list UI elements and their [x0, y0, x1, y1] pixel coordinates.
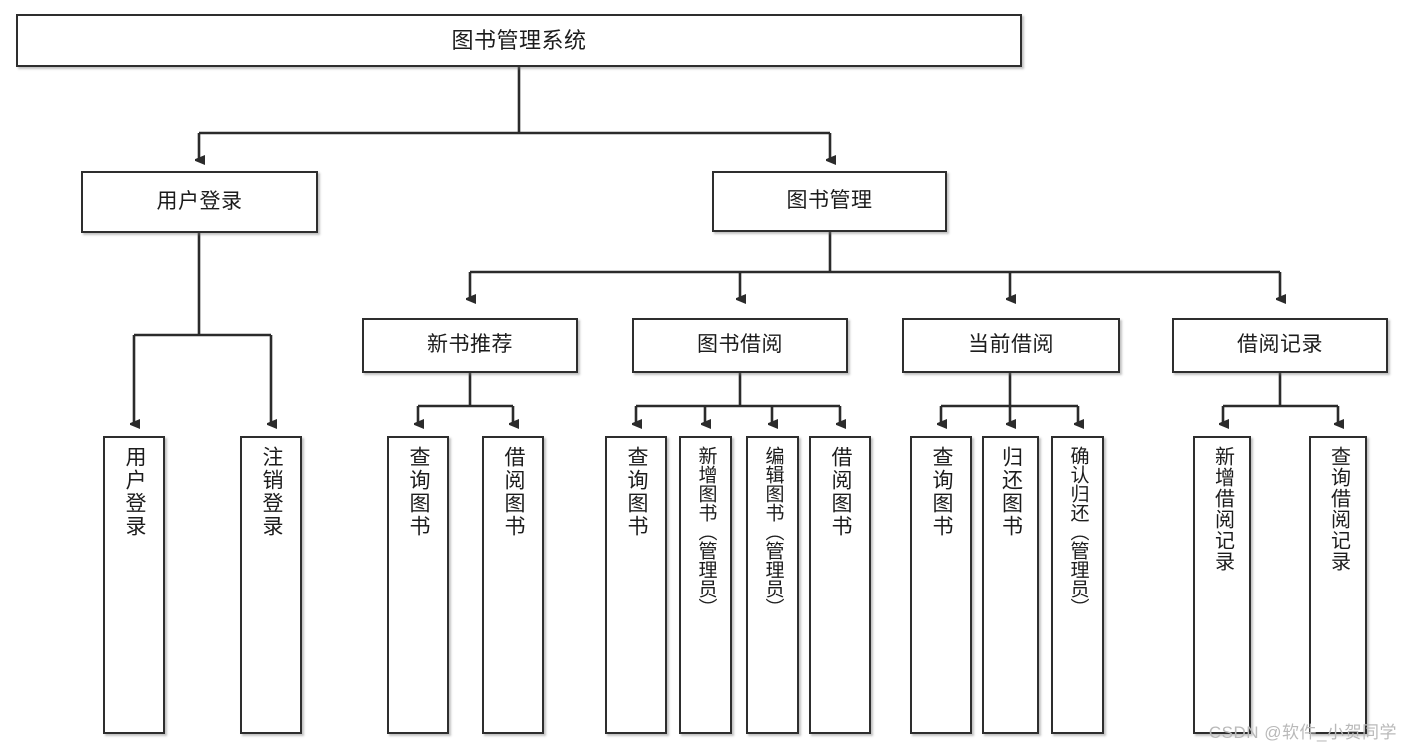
- leaf-borrow-book[interactable]: 借阅图书: [809, 436, 871, 734]
- node-label: 查询图书: [625, 446, 649, 538]
- csdn-watermark: CSDN @软件_小贺同学: [1208, 723, 1397, 742]
- node-user-login[interactable]: 用户登录: [81, 171, 318, 233]
- node-label: 注销登录: [260, 446, 284, 538]
- node-new-book-recommend[interactable]: 新书推荐: [362, 318, 578, 373]
- leaf-return-book[interactable]: 归还图书: [982, 436, 1039, 734]
- node-label: 归还图书: [999, 446, 1023, 538]
- leaf-logout[interactable]: 注销登录: [240, 436, 302, 734]
- node-label: 用户登录: [156, 189, 243, 213]
- node-label: 查询图书: [407, 446, 431, 538]
- node-label: 查询图书: [930, 446, 954, 538]
- node-label: 新增图书（管理员）: [695, 446, 717, 617]
- node-current-borrow[interactable]: 当前借阅: [902, 318, 1120, 373]
- leaf-borrow-book-recommend[interactable]: 借阅图书: [482, 436, 544, 734]
- node-label: 借阅图书: [829, 446, 853, 538]
- leaf-query-borrow-record[interactable]: 查询借阅记录: [1309, 436, 1367, 734]
- node-label: 借阅图书: [502, 446, 526, 538]
- leaf-add-borrow-record[interactable]: 新增借阅记录: [1193, 436, 1251, 734]
- node-label: 编辑图书（管理员）: [762, 446, 784, 617]
- node-label: 图书借阅: [697, 333, 783, 357]
- leaf-query-book-borrow[interactable]: 查询图书: [605, 436, 667, 734]
- node-library-management-system[interactable]: 图书管理系统: [16, 14, 1022, 67]
- node-label: 确认归还（管理员）: [1067, 446, 1089, 617]
- node-book-borrow[interactable]: 图书借阅: [632, 318, 848, 373]
- node-label: 图书管理系统: [451, 27, 587, 53]
- leaf-user-login[interactable]: 用户登录: [103, 436, 165, 734]
- node-label: 图书管理: [786, 189, 873, 213]
- node-label: 查询借阅记录: [1327, 446, 1350, 572]
- node-label: 借阅记录: [1237, 333, 1323, 357]
- node-label: 新书推荐: [427, 333, 513, 357]
- leaf-edit-book-admin[interactable]: 编辑图书（管理员）: [746, 436, 799, 734]
- node-label: 用户登录: [123, 446, 147, 538]
- leaf-confirm-return-admin[interactable]: 确认归还（管理员）: [1051, 436, 1104, 734]
- leaf-add-book-admin[interactable]: 新增图书（管理员）: [679, 436, 732, 734]
- node-label: 新增借阅记录: [1211, 446, 1234, 572]
- node-book-management[interactable]: 图书管理: [712, 171, 947, 232]
- leaf-query-book-current[interactable]: 查询图书: [910, 436, 972, 734]
- node-borrow-records[interactable]: 借阅记录: [1172, 318, 1388, 373]
- node-label: 当前借阅: [968, 333, 1054, 357]
- leaf-query-book-recommend[interactable]: 查询图书: [387, 436, 449, 734]
